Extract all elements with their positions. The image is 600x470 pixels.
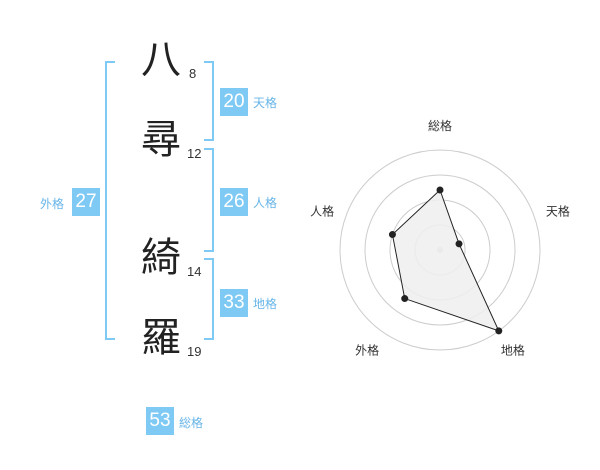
chikaku-label: 地格 — [253, 297, 278, 311]
gaikaku-label: 外格 — [40, 197, 65, 211]
radar-points — [388, 186, 503, 335]
radar-point-0 — [436, 186, 444, 194]
name-char-1: 八 — [141, 37, 181, 83]
tenkaku-bracket — [204, 61, 214, 141]
chikaku-bracket — [204, 258, 214, 340]
radar-axis-label-0: 総格 — [428, 118, 452, 133]
chikaku-value: 33 — [220, 289, 248, 317]
jinkaku-label: 人格 — [253, 196, 278, 210]
jinkaku-value: 26 — [220, 188, 248, 216]
jinkaku-bracket — [204, 148, 214, 252]
radar-point-2 — [495, 327, 503, 335]
radar-axis-label-4: 人格 — [310, 204, 334, 219]
gaikaku-bracket — [105, 61, 115, 340]
tenkaku-value: 20 — [220, 88, 248, 116]
name-char-3: 綺 — [141, 235, 181, 281]
radar-ring — [364, 174, 516, 326]
radar-point-1 — [455, 240, 463, 248]
soukaku-label: 総格 — [179, 416, 204, 430]
radar-polygon — [391, 189, 500, 332]
name-char-1-strokes: 8 — [189, 66, 197, 81]
name-char-2: 尋 — [141, 117, 181, 163]
soukaku-value: 53 — [146, 407, 174, 435]
gaikaku-value: 27 — [72, 188, 100, 216]
radar-series — [391, 189, 500, 332]
radar-axis-label-3: 外格 — [355, 342, 379, 357]
radar-axis-label-2: 地格 — [501, 342, 525, 357]
radar-point-4 — [388, 231, 396, 239]
radar-point-3 — [401, 295, 409, 303]
name-char-4-strokes: 19 — [187, 344, 202, 359]
tenkaku-label: 天格 — [253, 96, 278, 110]
radar-axis-label-1: 天格 — [546, 204, 570, 219]
name-char-2-strokes: 12 — [187, 146, 202, 161]
name-char-3-strokes: 14 — [187, 264, 202, 279]
radar-ring — [339, 149, 541, 351]
name-char-4: 羅 — [141, 315, 181, 361]
